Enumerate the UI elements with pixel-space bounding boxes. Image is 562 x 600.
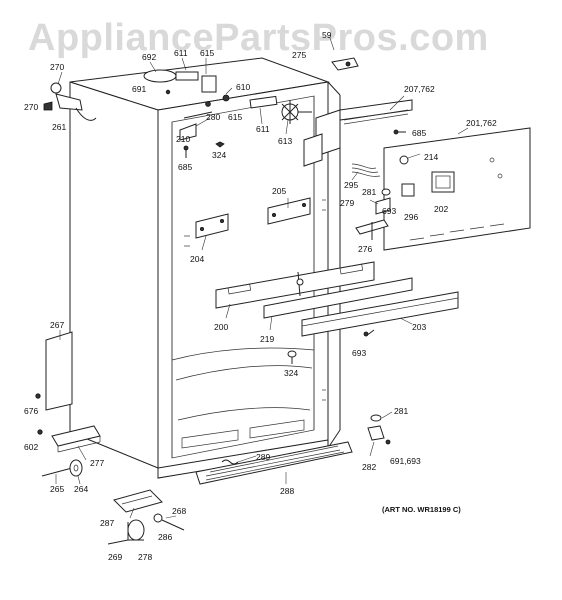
- callout-289: 289: [256, 452, 270, 462]
- callout-203: 203: [412, 322, 426, 332]
- callout-685: 685: [412, 128, 426, 138]
- callout-202: 202: [434, 204, 448, 214]
- callout-324: 324: [212, 150, 226, 160]
- callout-268: 268: [172, 506, 186, 516]
- callout-labels: 59 275 692 611 615 270 270 261 691 610 6…: [24, 30, 497, 562]
- callout-205: 205: [272, 186, 286, 196]
- callout-324: 324: [284, 368, 298, 378]
- callout-286: 286: [158, 532, 172, 542]
- callout-279: 279: [340, 198, 354, 208]
- callout-615: 615: [228, 112, 242, 122]
- callout-287: 287: [100, 518, 114, 528]
- bracket-275: [329, 37, 359, 71]
- callout-693: 693: [352, 348, 366, 358]
- callout-691: 691: [132, 84, 146, 94]
- top-controls: [143, 69, 230, 158]
- callout-692: 692: [142, 52, 156, 62]
- callout-615: 615: [200, 48, 214, 58]
- callout-270: 270: [50, 62, 64, 72]
- brackets: [195, 197, 311, 239]
- callout-602: 602: [24, 442, 38, 452]
- callout-59: 59: [322, 30, 332, 40]
- callout-204: 204: [190, 254, 204, 264]
- mullion-rails: [215, 261, 459, 337]
- callout-610: 610: [236, 82, 250, 92]
- callout-280: 280: [206, 112, 220, 122]
- callout-267: 267: [50, 320, 64, 330]
- callout-611: 611: [256, 124, 270, 134]
- callout-275: 275: [292, 50, 306, 60]
- fan-assembly: [249, 95, 312, 124]
- watermark-text: AppliancePartsPros.com: [28, 17, 489, 59]
- callout-264: 264: [74, 484, 88, 494]
- callout-265: 265: [50, 484, 64, 494]
- callout-691-693: 691,693: [390, 456, 421, 466]
- roller-assembly: [41, 459, 83, 477]
- callout-676: 676: [24, 406, 38, 416]
- callout-210: 210: [176, 134, 190, 144]
- callout-270: 270: [24, 102, 38, 112]
- callout-281: 281: [394, 406, 408, 416]
- thermostat-parts: [351, 163, 391, 240]
- callout-201: 201,762: [466, 118, 497, 128]
- side-panel-267: [45, 331, 73, 411]
- callout-295: 295: [344, 180, 358, 190]
- callout-278: 278: [138, 552, 152, 562]
- bottom-bracket-277: [51, 425, 101, 453]
- callout-214: 214: [424, 152, 438, 162]
- callout-281: 281: [362, 187, 376, 197]
- callout-613: 613: [278, 136, 292, 146]
- callout-282: 282: [362, 462, 376, 472]
- leveler-assembly: [107, 489, 185, 545]
- hinge-261: [43, 82, 97, 121]
- callout-269: 269: [108, 552, 122, 562]
- callout-207: 207,762: [404, 84, 435, 94]
- callout-277: 277: [90, 458, 104, 468]
- callout-261: 261: [52, 122, 66, 132]
- callout-611: 611: [174, 48, 188, 58]
- callout-219: 219: [260, 334, 274, 344]
- housing-207: [303, 99, 413, 167]
- callout-288: 288: [280, 486, 294, 496]
- leader-lines: [55, 57, 469, 519]
- right-small-parts: [35, 329, 391, 445]
- grille-288: [195, 441, 353, 485]
- callout-685: 685: [178, 162, 192, 172]
- callout-296: 296: [404, 212, 418, 222]
- control-panel-201: [383, 127, 531, 251]
- callout-693: 693: [382, 206, 396, 216]
- callout-200: 200: [214, 322, 228, 332]
- art-number: (ART NO. WR18199 C): [382, 505, 461, 514]
- callout-276: 276: [358, 244, 372, 254]
